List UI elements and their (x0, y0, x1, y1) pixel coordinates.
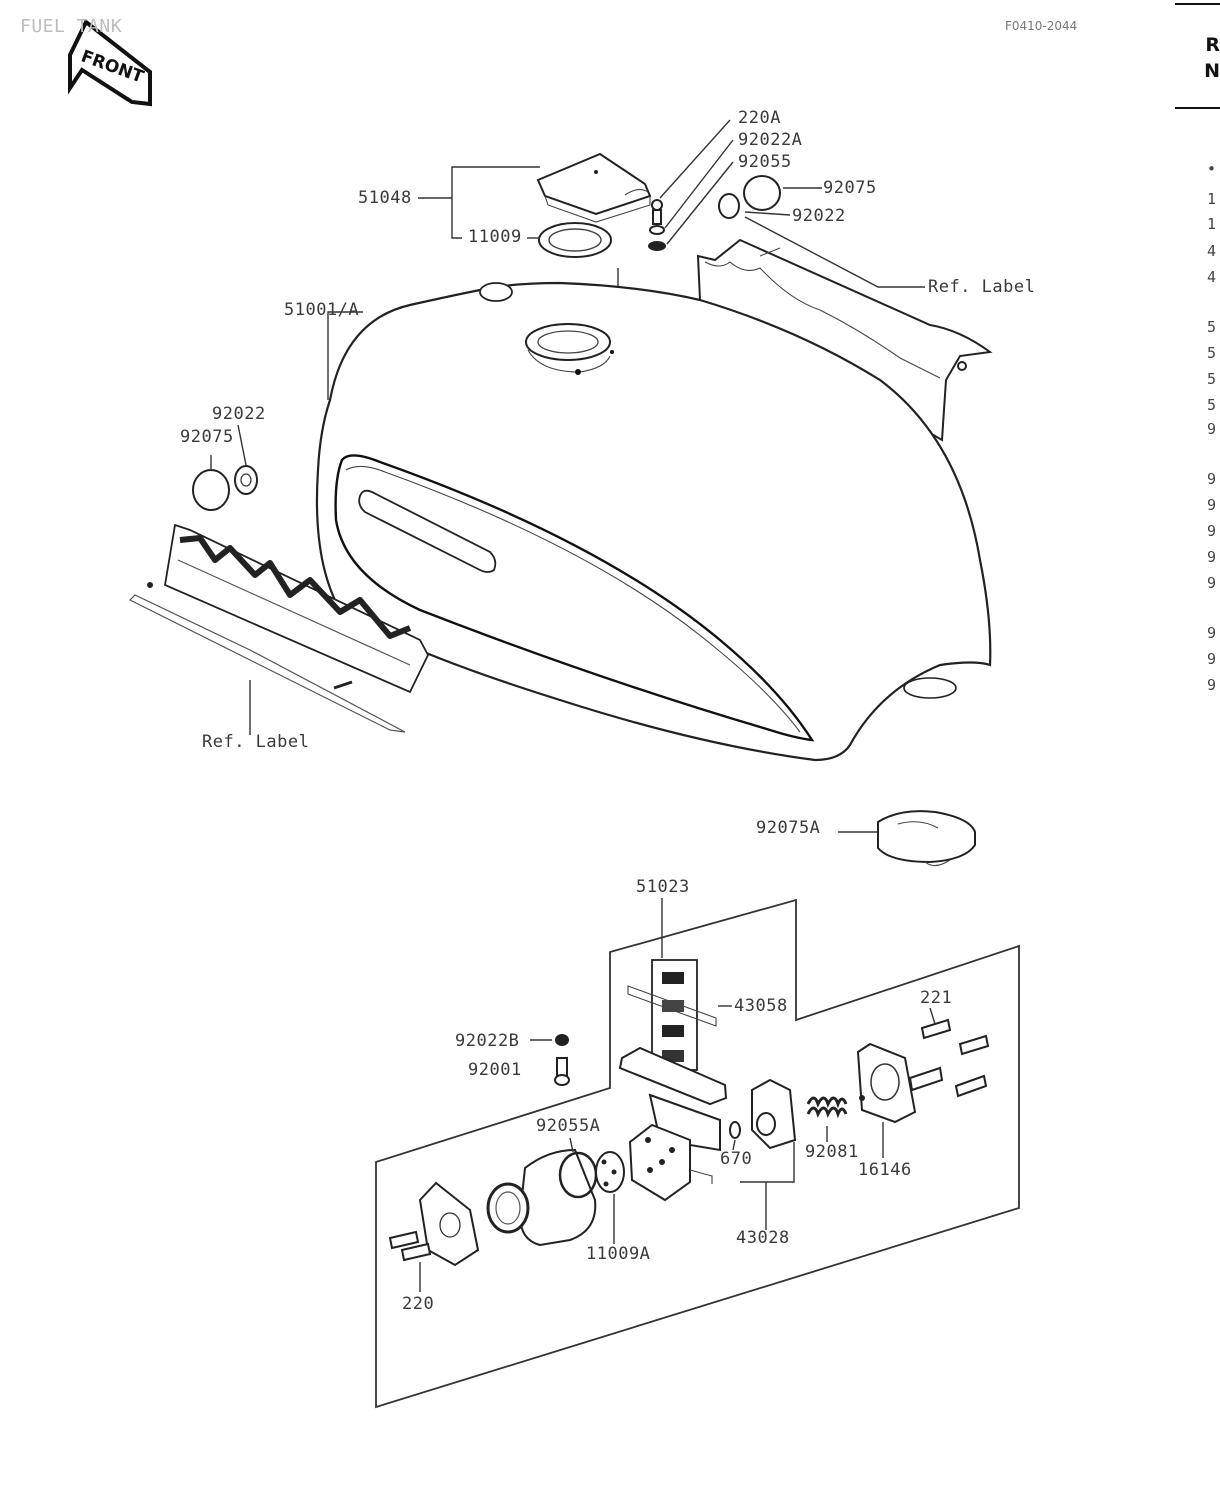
small-oring-670 (729, 1121, 741, 1139)
callout-43028: 43028 (736, 1228, 790, 1248)
callout-92001: 92001 (468, 1060, 522, 1080)
oring-and-tube (518, 1148, 598, 1247)
mounting-bolt (554, 1057, 570, 1086)
callout-221: 221 (920, 988, 953, 1008)
side-header-n: N (1204, 60, 1220, 82)
lever-seal-ring (486, 1182, 530, 1234)
valve-disc (595, 1151, 625, 1193)
petcock-leader-lines (419, 898, 936, 1292)
petcock-assembly-frame (375, 898, 1020, 1409)
callout-92081: 92081 (805, 1142, 859, 1162)
callout-51001A: 51001/A (284, 300, 360, 320)
top-leader-lines (418, 119, 925, 300)
rear-pad-damper (877, 810, 976, 867)
callout-670: 670 (720, 1149, 753, 1169)
side-header-r: R (1205, 34, 1220, 56)
side-index-12: 9 (1207, 522, 1217, 540)
callout-92075-left: 92075 (180, 427, 234, 447)
callout-ref-label-bottom: Ref. Label (202, 732, 310, 752)
side-index-11: 9 (1207, 496, 1217, 514)
fuel-strainer-part (627, 959, 717, 1071)
callout-92075A: 92075A (756, 818, 821, 838)
tank-side-panel (334, 454, 815, 742)
side-index-9: 9 (1207, 420, 1217, 438)
top-cushion-damper (718, 175, 781, 219)
side-index-14: 9 (1207, 574, 1217, 592)
side-index-7: 5 (1207, 370, 1217, 388)
callout-92055A: 92055A (536, 1116, 601, 1136)
side-index-10: 9 (1207, 470, 1217, 488)
callout-11009: 11009 (468, 227, 522, 247)
cap-bolt-stack (648, 199, 666, 251)
side-index-0: • (1207, 160, 1217, 178)
cover-screws-220 (388, 1230, 432, 1262)
cover-screws-221 (908, 1018, 990, 1098)
side-index-5: 5 (1207, 318, 1217, 336)
fuel-cap-part (536, 152, 652, 216)
callout-92022-left: 92022 (212, 404, 266, 424)
side-index-3: 4 (1207, 242, 1217, 260)
callout-92075-top: 92075 (823, 178, 877, 198)
callout-220: 220 (402, 1294, 435, 1314)
side-index-15: 9 (1207, 624, 1217, 642)
tank-leader-line (327, 311, 363, 400)
side-index-8: 5 (1207, 396, 1217, 414)
side-index-4: 4 (1207, 268, 1217, 286)
callout-92022A: 92022A (738, 130, 803, 150)
side-index-1: 1 (1207, 190, 1217, 208)
section-title: FUEL TANK (20, 16, 123, 37)
valve-lever-hub (628, 1123, 713, 1202)
callout-92022B: 92022B (455, 1031, 520, 1051)
side-index-13: 9 (1207, 548, 1217, 566)
side-index-16: 9 (1207, 650, 1217, 668)
side-index-2: 1 (1207, 215, 1217, 233)
callout-11009A: 11009A (586, 1244, 651, 1264)
callout-16146: 16146 (858, 1160, 912, 1180)
callout-92022-top: 92022 (792, 206, 846, 226)
callout-51023: 51023 (636, 877, 690, 897)
figure-ref-number: F0410-2044 (1005, 19, 1078, 33)
diaphragm-plate (751, 1078, 797, 1150)
bolt-washer (555, 1034, 569, 1046)
left-cushion-damper (192, 465, 258, 511)
callout-ref-label-top: Ref. Label (928, 277, 1036, 297)
callout-92055: 92055 (738, 152, 792, 172)
side-index-6: 5 (1207, 344, 1217, 362)
diaphragm-spring (806, 1096, 848, 1119)
callout-220A: 220A (738, 108, 781, 128)
callout-43058: 43058 (734, 996, 788, 1016)
diaphragm-cover (856, 1042, 917, 1124)
callout-51048: 51048 (358, 188, 412, 208)
tank-badge-slot (358, 489, 497, 573)
top-ref-label-strip (696, 238, 993, 442)
left-emblem-label (128, 523, 430, 733)
side-index-17: 9 (1207, 676, 1217, 694)
